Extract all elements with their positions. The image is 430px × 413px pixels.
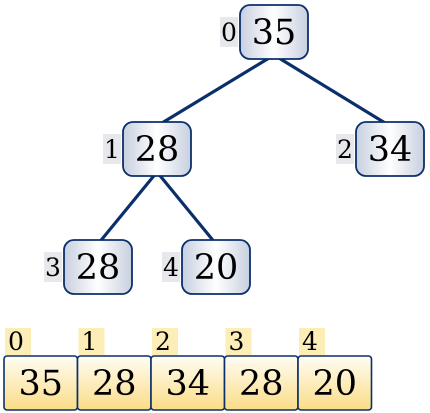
tree-node-value: 35	[252, 13, 297, 53]
tree-edge-1-4	[155, 170, 218, 246]
array-cell-box	[297, 355, 373, 411]
array-index-tag	[152, 328, 178, 355]
array-cell-3: 328	[223, 327, 299, 411]
tree-node-0: 0 35	[220, 4, 309, 60]
array-cell-value: 20	[312, 364, 357, 404]
tree-node-index-tag	[162, 252, 180, 282]
tree-node-index-tag	[44, 252, 62, 282]
tree-node-index: 0	[221, 18, 237, 47]
tree-node-box	[122, 121, 192, 177]
array-cell-value: 28	[239, 364, 284, 404]
tree-nodes: 0 35 1 28 2 34 3 28 4 20	[44, 4, 425, 295]
array-index-tag	[78, 328, 105, 355]
tree-node-box	[181, 239, 251, 295]
array-index-tag	[225, 328, 252, 355]
tree-node-box	[63, 239, 133, 295]
tree-edge-0-2	[272, 53, 392, 128]
array-index: 4	[302, 327, 318, 356]
array-index: 3	[229, 327, 245, 356]
array-index: 2	[155, 327, 171, 356]
array-cell-value: 35	[18, 364, 63, 404]
array-cell-value: 28	[92, 364, 137, 404]
tree-node-2: 2 34	[336, 121, 425, 177]
tree-node-index: 4	[163, 253, 179, 282]
array-index: 1	[82, 327, 98, 356]
array-cell-4: 420	[297, 327, 373, 411]
array-cell-0: 035	[3, 327, 79, 411]
tree-node-value: 28	[135, 130, 180, 170]
tree-edges	[96, 53, 392, 246]
tree-node-index: 3	[45, 253, 61, 282]
tree-node-index-tag	[336, 134, 354, 164]
tree-node-value: 28	[76, 248, 121, 288]
array-cell-2: 234	[150, 327, 226, 411]
tree-node-value: 20	[194, 248, 239, 288]
tree-node-box	[239, 4, 309, 60]
array-index-tag	[5, 328, 31, 355]
tree-node-4: 4 20	[162, 239, 251, 295]
tree-node-index-tag	[103, 134, 121, 164]
tree-node-1: 1 28	[103, 121, 192, 177]
array-index: 0	[8, 327, 24, 356]
tree-edge-0-1	[155, 53, 276, 128]
tree-node-index: 2	[337, 135, 353, 164]
tree-edge-1-3	[96, 170, 159, 246]
array-index-tag	[299, 328, 325, 355]
tree-node-box	[355, 121, 425, 177]
tree-node-value: 34	[368, 130, 413, 170]
array-cell-value: 34	[165, 364, 210, 404]
tree-node-index: 1	[104, 135, 120, 164]
tree-node-index-tag	[220, 17, 238, 47]
tree-node-3: 3 28	[44, 239, 133, 295]
array-cell-1: 128	[76, 327, 152, 411]
